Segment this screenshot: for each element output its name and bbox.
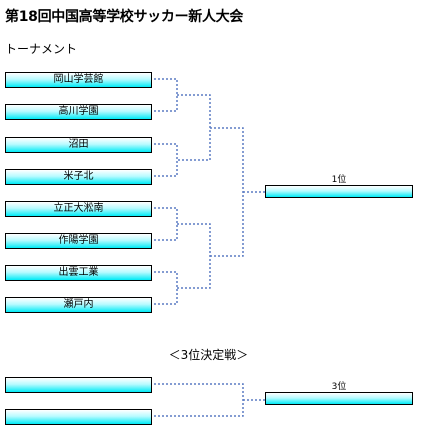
tournament-subtitle: トーナメント [5,42,78,56]
team-slot-8: 瀬戸内 [5,297,152,313]
third-place-heading: ＜3位決定戦＞ [168,348,249,362]
team-slot-5: 立正大淞南 [5,201,152,217]
team-slot-1: 岡山学芸館 [5,72,152,88]
third-place-label: 3位 [331,382,347,392]
third-place-result-slot [265,392,413,405]
team-slot-4: 米子北 [5,169,152,185]
team-slot-3: 沼田 [5,137,152,153]
winner-slot [265,185,413,198]
third-place-team-slot-2 [5,409,152,425]
team-slot-6: 作陽学園 [5,233,152,249]
page-title: 第18回中国高等学校サッカー新人大会 [5,9,244,25]
third-place-team-slot-1 [5,377,152,393]
team-slot-2: 高川学園 [5,104,152,120]
team-slot-7: 出雲工業 [5,265,152,281]
winner-label: 1位 [331,175,347,185]
